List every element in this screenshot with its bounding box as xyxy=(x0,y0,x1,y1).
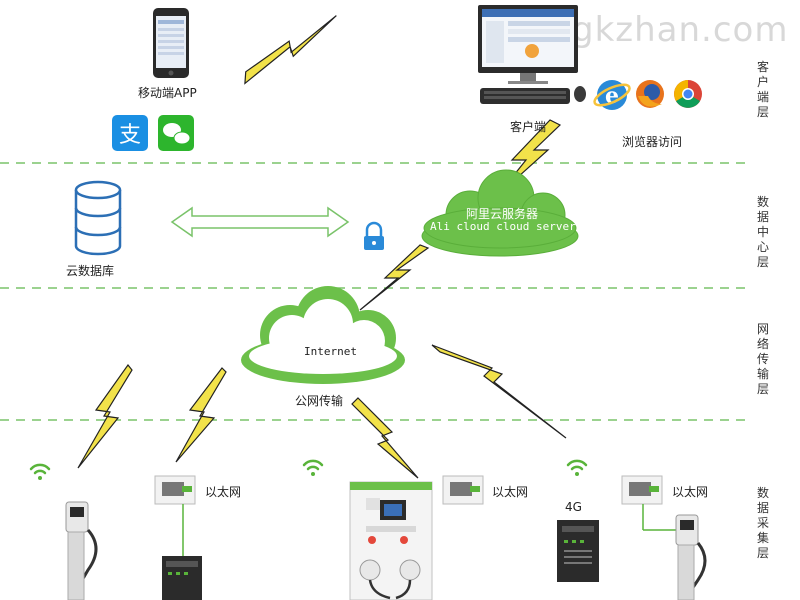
lightning-bolt-app xyxy=(244,15,337,85)
aliyun-server-label: 阿里云服务器 xyxy=(466,207,539,221)
ethernet-label-3: 以太网 xyxy=(672,485,709,499)
wechat-icon xyxy=(158,115,194,151)
cloud-database-icon xyxy=(74,180,122,256)
wifi-icons xyxy=(29,459,588,480)
ethernet-label-2: 以太网 xyxy=(492,485,529,499)
control-box-left xyxy=(162,556,202,600)
internet-label: Internet xyxy=(304,345,357,358)
firefox-icon xyxy=(636,80,664,108)
control-box-4g xyxy=(557,520,599,582)
wifi-icon-3 xyxy=(566,459,588,476)
mobile-phone-icon xyxy=(153,8,189,78)
client-layer-label: 客户端层 xyxy=(756,60,769,119)
acquisition-layer-label: 数据采集层 xyxy=(756,486,769,560)
wifi-icon-2 xyxy=(302,459,324,476)
ethernet-icon-3 xyxy=(621,475,663,505)
cloud-database-label: 云数据库 xyxy=(66,264,115,278)
network-layer-label: 网络传输层 xyxy=(756,322,769,396)
sync-double-arrow xyxy=(170,206,350,238)
wall-charger-left xyxy=(65,501,98,600)
lock-icon xyxy=(364,221,384,250)
desktop-computer-icon xyxy=(478,5,586,104)
charging-cabinet xyxy=(349,481,433,600)
mobile-app-label: 移动端APP xyxy=(138,86,197,100)
data-center-layer-label: 数据中心层 xyxy=(756,195,769,269)
watermark-text: gkzhan.com xyxy=(572,10,789,50)
wifi-icon-1 xyxy=(29,463,51,480)
lightning-bolt-server xyxy=(359,244,430,311)
aliyun-server-en-label: Ali cloud cloud server xyxy=(430,220,576,233)
svg-text:支: 支 xyxy=(119,123,141,148)
alipay-icon: 支 xyxy=(112,115,148,151)
ethernet-label-1: 以太网 xyxy=(205,485,242,499)
4g-label: 4G xyxy=(565,500,582,514)
lightning-bolt-internet-right xyxy=(431,344,567,439)
browser-access-label: 浏览器访问 xyxy=(622,135,683,149)
aliyun-cloud-shape xyxy=(421,169,579,257)
internet-cloud-shape xyxy=(241,286,405,384)
public-network-label: 公网传输 xyxy=(295,394,344,408)
lightning-bolt-left-2 xyxy=(175,367,227,463)
internet-explorer-icon: e xyxy=(593,80,631,110)
ethernet-icon-1 xyxy=(154,475,196,505)
ethernet-icon-2 xyxy=(442,475,484,505)
device-connection-lines xyxy=(182,504,678,556)
client-label: 客户端 xyxy=(510,120,547,134)
chrome-icon xyxy=(674,80,702,108)
wall-charger-right xyxy=(675,514,707,600)
lightning-bolt-left-1 xyxy=(77,364,133,469)
lightning-bolt-internet-bottom xyxy=(351,397,419,479)
